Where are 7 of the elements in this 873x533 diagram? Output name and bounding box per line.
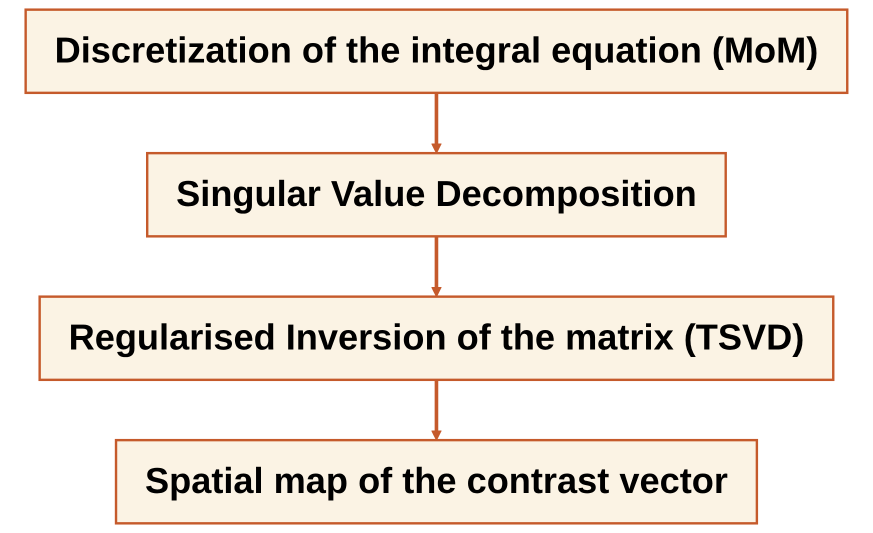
arrow — [431, 236, 442, 298]
node-box: Spatial map of the contrast vector — [114, 438, 758, 525]
arrow — [431, 380, 442, 441]
arrow — [431, 92, 442, 154]
node-box: Discretization of the integral equation (MoM) — [24, 8, 848, 94]
node-box: Regularised Inversion of the matrix (TSVD) — [38, 295, 834, 382]
node-box: Singular Value Decomposition — [146, 152, 727, 238]
